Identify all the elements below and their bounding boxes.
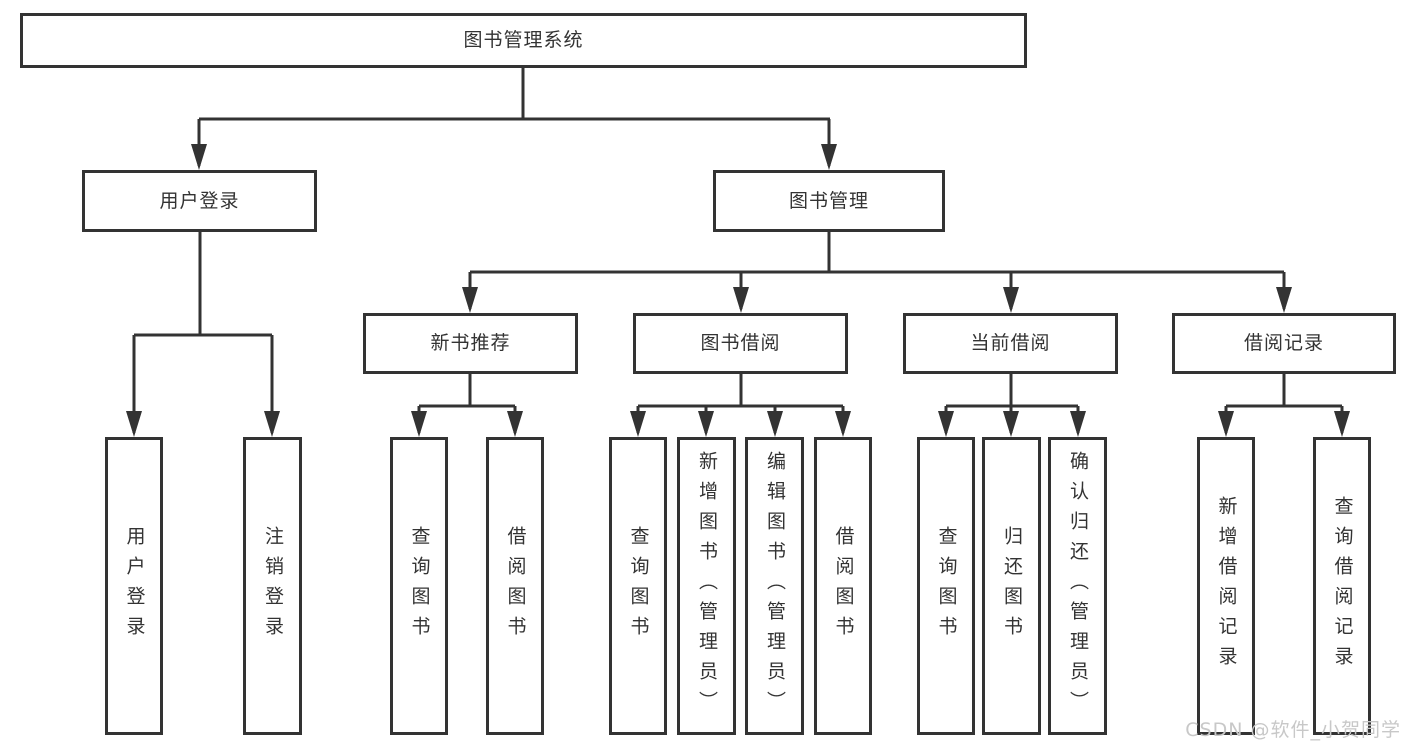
leaf-add-book-admin: 新增图书（管理员）	[677, 437, 736, 735]
node-book-management: 图书管理	[713, 170, 945, 232]
node-user-login: 用户登录	[82, 170, 317, 232]
leaf-confirm-return-admin: 确认归还（管理员）	[1048, 437, 1107, 735]
leaf-logout: 注销登录	[243, 437, 302, 735]
leaf-user-login: 用户登录	[105, 437, 163, 735]
leaf-add-borrow-record: 新增借阅记录	[1197, 437, 1255, 735]
connector-line-path	[132, 68, 1344, 433]
node-borrowing-records: 借阅记录	[1172, 313, 1396, 374]
watermark: CSDN @软件_小贺同学	[1185, 719, 1401, 741]
node-current-borrowing: 当前借阅	[903, 313, 1118, 374]
leaf-borrow-books-borrowing: 借阅图书	[814, 437, 872, 735]
leaf-query-books-borrowing: 查询图书	[609, 437, 667, 735]
leaf-return-books: 归还图书	[982, 437, 1041, 735]
leaf-query-books-current: 查询图书	[917, 437, 975, 735]
leaf-query-books-recommend: 查询图书	[390, 437, 448, 735]
node-book-borrowing: 图书借阅	[633, 313, 848, 374]
leaf-borrow-books-recommend: 借阅图书	[486, 437, 544, 735]
node-library-system: 图书管理系统	[20, 13, 1027, 68]
node-new-book-recommendation: 新书推荐	[363, 313, 578, 374]
leaf-query-borrow-record: 查询借阅记录	[1313, 437, 1371, 735]
leaf-edit-book-admin: 编辑图书（管理员）	[745, 437, 804, 735]
